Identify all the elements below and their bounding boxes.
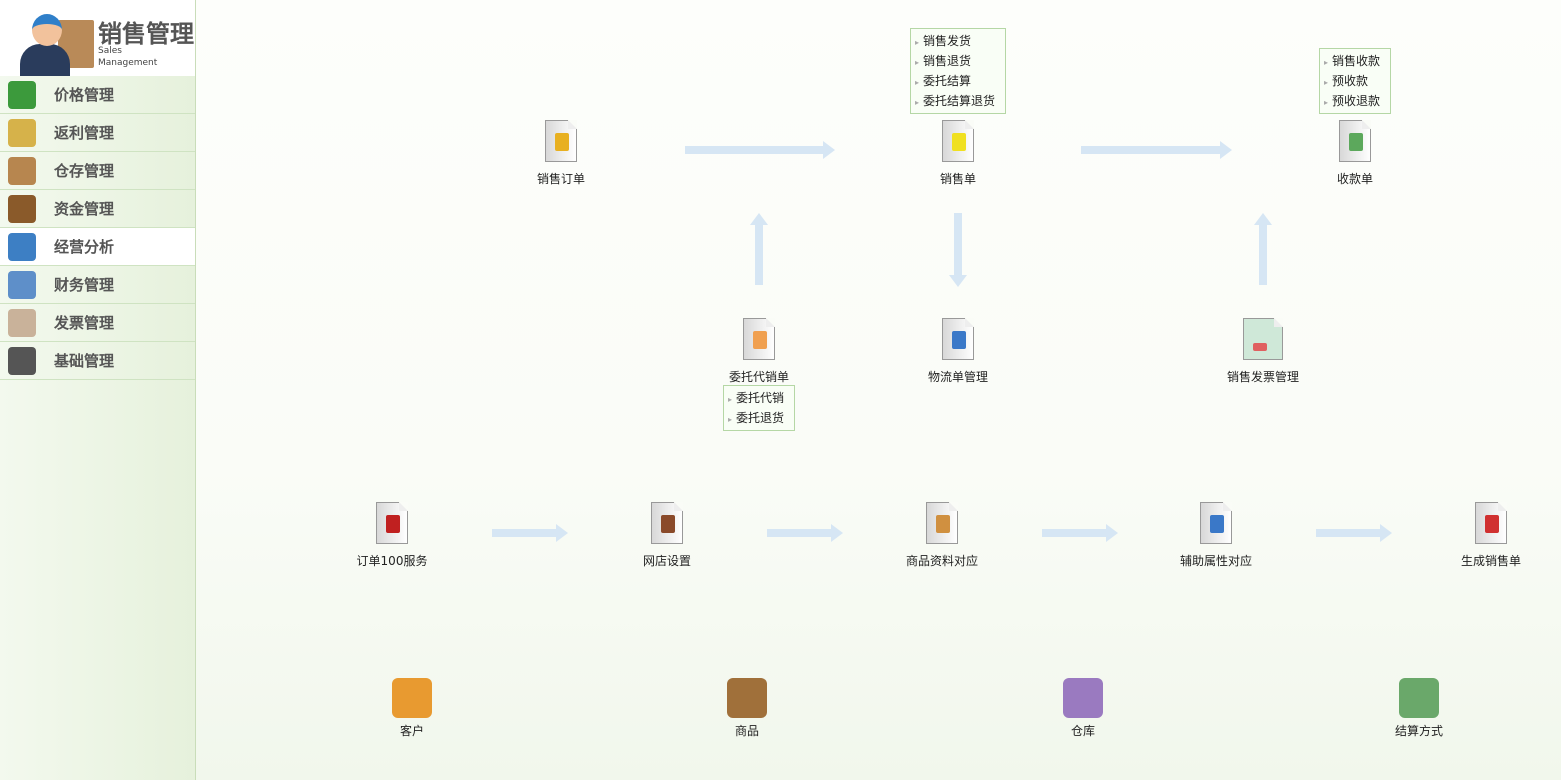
- receipt-money-icon: [1339, 120, 1371, 162]
- menu-advance-receipt[interactable]: 预收款: [1324, 71, 1386, 91]
- base-data-node[interactable]: 结算方式: [1359, 678, 1479, 739]
- consign-label: 委托代销单: [728, 370, 789, 384]
- base-data-label: 仓库: [1070, 724, 1095, 738]
- sidebar-item-label: 仓存管理: [54, 162, 115, 180]
- menu-advance-refund[interactable]: 预收退款: [1324, 91, 1386, 111]
- menu-consign-settle[interactable]: 委托结算: [915, 71, 1001, 91]
- sidebar-item-label: 价格管理: [54, 86, 115, 104]
- sales-bill-node[interactable]: 销售单: [898, 120, 1018, 187]
- arrow-right: [1081, 141, 1232, 159]
- service-label: 网店设置: [642, 554, 691, 568]
- module-icon: [8, 232, 36, 261]
- logistics-label: 物流单管理: [927, 370, 988, 384]
- sidebar-item[interactable]: 仓存管理: [0, 152, 195, 190]
- sidebar: 销售管理 Sales Management 价格管理返利管理仓存管理资金管理经营…: [0, 0, 196, 780]
- service-label: 商品资料对应: [905, 554, 978, 568]
- document-icon: [1200, 502, 1232, 544]
- invoice-label: 销售发票管理: [1226, 370, 1299, 384]
- sales-bill-label: 销售单: [939, 172, 976, 186]
- app-subtitle: Sales Management: [98, 46, 158, 68]
- arrow-right: [1042, 524, 1118, 542]
- menu-sales-return[interactable]: 销售退货: [915, 51, 1001, 71]
- arrow-up: [750, 213, 768, 285]
- salesman-avatar-icon: [18, 6, 94, 76]
- sidebar-item[interactable]: 价格管理: [0, 76, 195, 114]
- arrow-right: [492, 524, 568, 542]
- base-data-label: 结算方式: [1394, 724, 1443, 738]
- arrow-down: [949, 213, 967, 287]
- logo: 销售管理 Sales Management: [0, 0, 195, 76]
- sidebar-item[interactable]: 经营分析: [0, 228, 195, 266]
- module-icon: [8, 270, 36, 299]
- module-icon: [8, 346, 36, 375]
- menu-consign-return[interactable]: 委托退货: [728, 408, 790, 428]
- arrow-right: [1316, 524, 1392, 542]
- sales-order-node[interactable]: 销售订单: [501, 120, 621, 187]
- service-label: 订单100服务: [356, 554, 428, 568]
- logistics-node[interactable]: 物流单管理: [898, 318, 1018, 385]
- base-data-node[interactable]: 客户: [352, 678, 472, 739]
- service-node[interactable]: 网店设置: [607, 502, 727, 569]
- menu-sales-receipt[interactable]: 销售收款: [1324, 51, 1386, 71]
- base-data-label: 客户: [399, 724, 424, 738]
- sidebar-item[interactable]: 返利管理: [0, 114, 195, 152]
- logistics-truck-icon: [942, 318, 974, 360]
- consign-handshake-icon: [743, 318, 775, 360]
- invoice-icon: [1243, 318, 1283, 360]
- base-data-node[interactable]: 商品: [687, 678, 807, 739]
- sidebar-item-label: 资金管理: [54, 200, 115, 218]
- document-icon: [651, 502, 683, 544]
- sidebar-item-label: 返利管理: [54, 124, 115, 142]
- service-node[interactable]: 生成销售单: [1431, 502, 1551, 569]
- module-icon: [8, 156, 36, 185]
- service-label: 辅助属性对应: [1179, 554, 1252, 568]
- service-node[interactable]: 订单100服务: [332, 502, 452, 569]
- receipt-menu: 销售收款 预收款 预收退款: [1319, 48, 1391, 114]
- menu-consign-settle-return[interactable]: 委托结算退货: [915, 91, 1001, 111]
- sales-bill-menu: 销售发货 销售退货 委托结算 委托结算退货: [910, 28, 1006, 114]
- document-icon: [1475, 502, 1507, 544]
- base-data-node[interactable]: 仓库: [1023, 678, 1143, 739]
- base-data-label: 商品: [734, 724, 759, 738]
- sidebar-item-label: 基础管理: [54, 352, 115, 370]
- module-icon: [8, 80, 36, 109]
- sidebar-item[interactable]: 资金管理: [0, 190, 195, 228]
- sidebar-item[interactable]: 基础管理: [0, 342, 195, 380]
- sidebar-item-label: 财务管理: [54, 276, 115, 294]
- receipt-node[interactable]: 收款单: [1295, 120, 1415, 187]
- menu-sales-delivery[interactable]: 销售发货: [915, 31, 1001, 51]
- service-node[interactable]: 商品资料对应: [882, 502, 1002, 569]
- invoice-node[interactable]: 销售发票管理: [1203, 318, 1323, 385]
- service-label: 生成销售单: [1460, 554, 1521, 568]
- arrow-up: [1254, 213, 1272, 285]
- sidebar-item-label: 经营分析: [54, 238, 115, 256]
- sales-order-label: 销售订单: [536, 172, 585, 186]
- arrow-right: [685, 141, 835, 159]
- arrow-right: [767, 524, 843, 542]
- consign-menu: 委托代销 委托退货: [723, 385, 795, 431]
- base-data-icon: [1399, 678, 1439, 718]
- app-title: 销售管理: [98, 20, 194, 48]
- document-icon: [926, 502, 958, 544]
- sidebar-item[interactable]: 财务管理: [0, 266, 195, 304]
- receipt-label: 收款单: [1336, 172, 1373, 186]
- consign-node[interactable]: 委托代销单: [699, 318, 819, 385]
- sales-order-icon: [545, 120, 577, 162]
- module-icon: [8, 118, 36, 147]
- menu-consign[interactable]: 委托代销: [728, 388, 790, 408]
- service-node[interactable]: 辅助属性对应: [1156, 502, 1276, 569]
- document-icon: [376, 502, 408, 544]
- base-data-icon: [727, 678, 767, 718]
- base-data-icon: [1063, 678, 1103, 718]
- module-icon: [8, 194, 36, 223]
- base-data-icon: [392, 678, 432, 718]
- sidebar-item-label: 发票管理: [54, 314, 115, 332]
- sidebar-item[interactable]: 发票管理: [0, 304, 195, 342]
- sales-bill-icon: [942, 120, 974, 162]
- module-icon: [8, 308, 36, 337]
